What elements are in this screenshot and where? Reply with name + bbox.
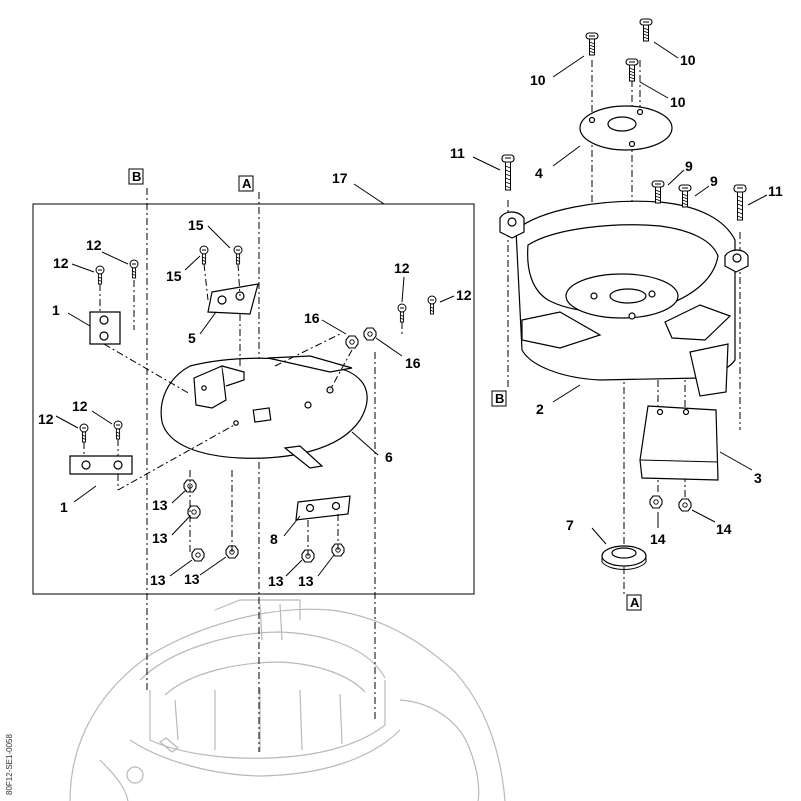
- callout-13: 13: [298, 573, 314, 589]
- reference-marks: B A B A: [128, 168, 642, 611]
- reference-mark-b: B: [132, 169, 141, 184]
- callout-9: 9: [685, 158, 693, 174]
- callout-12: 12: [53, 255, 69, 271]
- callout-1: 1: [52, 302, 60, 318]
- callout-7: 7: [566, 517, 574, 533]
- callout-16: 16: [304, 310, 320, 326]
- baffle-assembly: [69, 245, 437, 563]
- callout-10: 10: [530, 72, 546, 88]
- callout-10: 10: [670, 94, 686, 110]
- callout-13: 13: [152, 530, 168, 546]
- callout-4: 4: [535, 165, 543, 181]
- leader-lines-right: [472, 41, 768, 545]
- callout-12: 12: [72, 398, 88, 414]
- callout-10: 10: [680, 52, 696, 68]
- callout-16: 16: [405, 355, 421, 371]
- callout-17: 17: [332, 170, 348, 186]
- callout-11: 11: [450, 145, 465, 161]
- callout-15: 15: [166, 268, 182, 284]
- leader-lines-left: [55, 225, 455, 577]
- callout-12: 12: [394, 260, 410, 276]
- callout-12: 12: [38, 411, 54, 427]
- callout-3: 3: [754, 470, 762, 486]
- alignment-lines-left: [83, 263, 403, 556]
- callout-15: 15: [188, 217, 204, 233]
- callout-11: 11: [768, 183, 783, 199]
- callout-13: 13: [184, 571, 200, 587]
- fan-cover-assembly: [499, 18, 749, 570]
- reference-mark-a: A: [242, 176, 252, 191]
- engine-shroud: [69, 599, 506, 801]
- callout-14: 14: [650, 531, 666, 547]
- callout-13: 13: [150, 572, 166, 588]
- callout-8: 8: [270, 531, 278, 547]
- reference-mark-a: A: [630, 595, 640, 610]
- callout-9: 9: [710, 173, 718, 189]
- callout-12: 12: [456, 287, 472, 303]
- callout-12: 12: [86, 237, 102, 253]
- reference-mark-b: B: [495, 391, 504, 406]
- callout-2: 2: [536, 401, 544, 417]
- callout-13: 13: [152, 497, 168, 513]
- callout-6: 6: [385, 449, 393, 465]
- callout-1: 1: [60, 499, 68, 515]
- assembly-frame: [32, 203, 475, 595]
- drawing-code: 80F12-SE1-0058: [5, 734, 14, 795]
- callout-14: 14: [716, 521, 732, 537]
- callout-13: 13: [268, 573, 284, 589]
- callout-5: 5: [188, 330, 196, 346]
- callouts: 10 10 10 11 11 4 9 9 2 3 7 14 14 17 15 1…: [38, 52, 783, 589]
